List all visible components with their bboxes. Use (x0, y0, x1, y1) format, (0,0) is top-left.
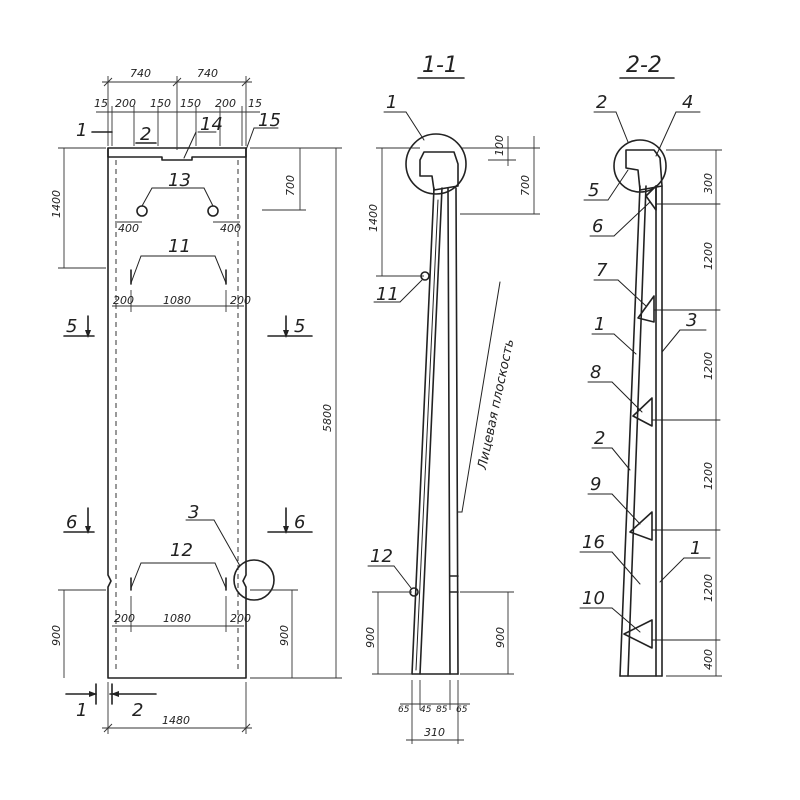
plan-sub-dim-2: 200 (115, 97, 136, 110)
plan-row-lower-mid: 1080 (163, 612, 191, 625)
section-2-2-dim-3: 1200 (702, 352, 715, 380)
top-cap (107, 147, 247, 161)
section-2-2-wall (619, 185, 663, 677)
plan-row-upper-right: 200 (230, 294, 251, 307)
section-1-1-bottom-dim-1: 65 (398, 705, 410, 715)
section-1-1-bottom-dim-3: 85 (436, 705, 448, 715)
section-2-2-callout-16: 16 (582, 532, 605, 553)
section-1-1-bottom-dim-2: 45 (420, 705, 432, 715)
section-2-2-callout-5: 5 (588, 180, 599, 201)
section-1-1-callout-1: 1 (386, 92, 397, 113)
section-1-1-title: 1-1 (422, 53, 458, 78)
section-2-2-dim-2: 1200 (702, 242, 715, 270)
plan-mark-5-right: 5 (294, 316, 305, 337)
hole-right (207, 205, 219, 217)
plan-right-dim-700: 700 (284, 175, 297, 196)
plan-row-lower-left: 200 (114, 612, 135, 625)
section-2-2-callout-2-top: 2 (596, 92, 607, 113)
section-1-1-bottom-total: 310 (424, 726, 445, 739)
section-2-2-callout-7: 7 (596, 260, 608, 281)
plan-sub-dim-5: 200 (215, 97, 236, 110)
section-2-2-dim-4: 1200 (702, 462, 715, 490)
section-2-2-callout-4: 4 (682, 92, 693, 113)
plan-mark-6-left: 6 (66, 512, 77, 533)
section-2-2-callout-2-mid: 2 (594, 428, 605, 449)
section-1-1-detail-circle (405, 133, 467, 195)
plan-sub-dim-4: 150 (180, 97, 201, 110)
plan-row-upper-left: 200 (113, 294, 134, 307)
section-2-2-callout-8: 8 (590, 362, 601, 383)
section-1-1-callout-12: 12 (370, 546, 393, 567)
section-2-2-callout-1-low: 1 (690, 538, 701, 559)
plan-mark-1-bottom: 1 (76, 700, 87, 721)
plan-left-dim-900: 900 (50, 625, 63, 646)
section-1-1-dim-900-left: 900 (364, 627, 377, 648)
section-2-2-ribs (623, 185, 721, 649)
plan-callout-3: 3 (188, 502, 199, 523)
plan-overall-height: 5800 (321, 404, 334, 432)
plan-mark-2-bottom: 2 (132, 700, 143, 721)
plan-top-dim-right: 740 (197, 67, 218, 80)
plan-mark-1-top: 1 (76, 120, 87, 141)
section-2-2-callout-9: 9 (590, 474, 601, 495)
plan-left-dim-1400: 1400 (50, 190, 63, 218)
section-2-2-dim-6: 400 (702, 649, 715, 670)
section-2-2-detail-circle (613, 139, 667, 193)
plan-sub-dim-6: 15 (248, 97, 262, 110)
plan-view: 740 740 15 200 150 150 200 15 1 2 14 15 … (50, 67, 342, 734)
hole-left (136, 205, 148, 217)
plan-callout-12: 12 (170, 540, 193, 561)
plan-hole-dim-right: 400 (220, 222, 241, 235)
section-1-1-bottom-dim-4: 65 (456, 705, 468, 715)
plan-hole-dim-left: 400 (118, 222, 139, 235)
section-1-1-face-label: Лицевая плоскость (475, 338, 517, 472)
plan-sub-dim-3: 150 (150, 97, 171, 110)
section-1-1-callout-11: 11 (376, 284, 399, 305)
section-2-2-dim-1: 300 (702, 173, 715, 194)
plan-row-upper-mid: 1080 (163, 294, 191, 307)
plan-bottom-width: 1480 (162, 714, 190, 727)
plan-sub-dim-1: 15 (94, 97, 108, 110)
plan-top-dim-left: 740 (130, 67, 151, 80)
plan-mark-6-right: 6 (294, 512, 305, 533)
plan-right-dim-900: 900 (278, 625, 291, 646)
plan-callout-13: 13 (168, 170, 191, 191)
plan-row-lower-right: 200 (230, 612, 251, 625)
section-1-1: 1-1 1 100 700 1400 11 Лиц (364, 53, 540, 744)
section-2-2-callout-1-mid: 1 (594, 314, 605, 335)
section-2-2-callout-10: 10 (582, 588, 605, 609)
panel-outline (107, 147, 247, 679)
detail-circle-3 (233, 559, 275, 601)
plan-callout-15: 15 (258, 110, 281, 131)
section-2-2-dim-5: 1200 (702, 574, 715, 602)
section-2-2-title: 2-2 (626, 53, 662, 78)
section-1-1-dim-1400: 1400 (367, 204, 380, 232)
plan-callout-14: 14 (200, 114, 223, 135)
section-1-1-dim-900-right: 900 (494, 627, 507, 648)
plan-callout-11: 11 (168, 236, 191, 257)
section-2-2-callout-6: 6 (592, 216, 603, 237)
section-1-1-dim-700: 700 (519, 175, 532, 196)
section-1-1-wall (411, 187, 459, 675)
plan-mark-2-top: 2 (140, 124, 151, 145)
plan-mark-5-left: 5 (66, 316, 77, 337)
section-2-2-callout-3: 3 (686, 310, 697, 331)
section-2-2: 2-2 300 1200 1200 1200 1200 400 (579, 53, 722, 677)
section-1-1-dim-100: 100 (493, 135, 506, 156)
